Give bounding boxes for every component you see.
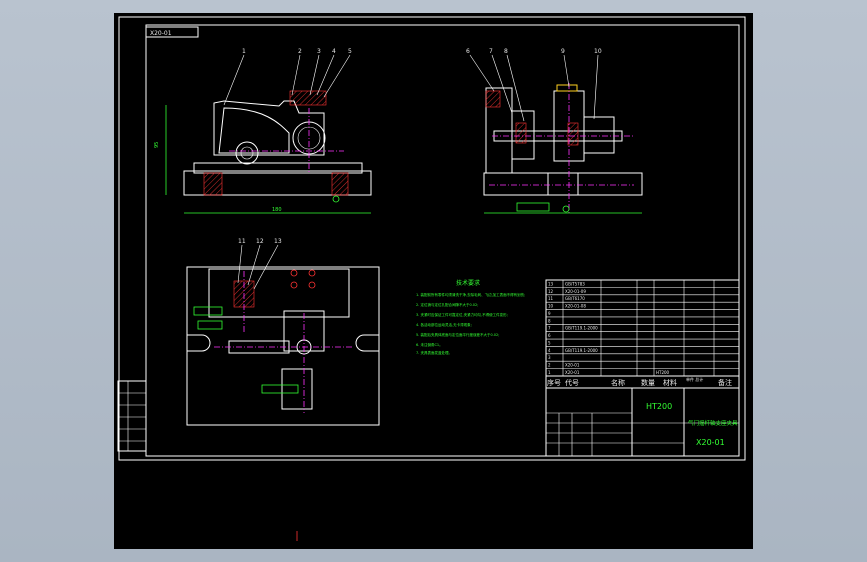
svg-text:数量: 数量 <box>641 378 655 387</box>
svg-text:8: 8 <box>504 48 508 55</box>
svg-text:3. 夹紧时应保证工件可靠定位,夹紧力均匀,不得使工件变形;: 3. 夹紧时应保证工件可靠定位,夹紧力均匀,不得使工件变形; <box>416 312 508 317</box>
svg-text:名称: 名称 <box>611 378 625 387</box>
side-view <box>469 54 643 214</box>
parts-cell: GB/T119.1-2000 <box>565 326 598 331</box>
title-name: 气门摇杆轴支座夹具 <box>688 419 738 427</box>
svg-text:4: 4 <box>332 48 336 55</box>
svg-text:材料: 材料 <box>663 378 677 387</box>
svg-text:6. 未注倒角C1。: 6. 未注倒角C1。 <box>416 342 443 347</box>
top-balloons: 11 12 13 <box>238 238 282 245</box>
svg-text:技术要求: 技术要求 <box>456 279 480 287</box>
svg-text:5: 5 <box>348 48 352 55</box>
svg-text:2: 2 <box>298 48 302 55</box>
svg-text:1. 装配前所有零件均须清洗干净,去除毛刺、飞边,加工表面不: 1. 装配前所有零件均须清洗干净,去除毛刺、飞边,加工表面不得有划伤; <box>416 292 525 297</box>
code-box-label: X20-01 <box>150 30 172 37</box>
top-view <box>186 244 380 426</box>
front-view: 180 95 <box>154 54 372 214</box>
parts-cell: 8 <box>548 318 551 323</box>
svg-text:3: 3 <box>317 48 321 55</box>
parts-cell: X20-01-09 <box>565 289 586 294</box>
svg-text:6: 6 <box>466 48 470 55</box>
cad-viewport[interactable]: X20-01 180 95 1 2 3 4 5 <box>114 13 753 549</box>
parts-cell: X20-01-08 <box>565 304 586 309</box>
svg-text:单件 总计: 单件 总计 <box>686 376 703 382</box>
front-balloons: 1 2 3 4 5 <box>242 48 352 55</box>
parts-cell: 13 <box>548 281 554 286</box>
parts-cell: 11 <box>548 296 554 301</box>
svg-text:13: 13 <box>274 238 282 245</box>
parts-cell: 1 <box>548 370 551 375</box>
svg-text:11: 11 <box>238 238 246 245</box>
svg-text:7: 7 <box>489 48 493 55</box>
parts-cell: 6 <box>548 333 551 338</box>
parts-cell: 10 <box>548 304 554 309</box>
inner-frame <box>145 24 740 457</box>
title-material: HT200 <box>646 402 672 411</box>
svg-text:2. 定位销与定位孔配合间隙不大于0.02;: 2. 定位销与定位孔配合间隙不大于0.02; <box>416 302 478 307</box>
svg-text:备注: 备注 <box>718 378 732 387</box>
svg-text:180: 180 <box>272 207 282 213</box>
svg-text:12: 12 <box>256 238 264 245</box>
parts-cell: GB/T119.1-2000 <box>565 348 598 353</box>
tech-requirements: 技术要求 1. 装配前所有零件均须清洗干净,去除毛刺、飞边,加工表面不得有划伤;… <box>416 279 525 355</box>
parts-cell: 7 <box>548 326 551 331</box>
parts-cell: 2 <box>548 363 551 368</box>
title-block: HT200 气门摇杆轴支座夹具 X20-01 <box>545 387 740 457</box>
revision-table <box>117 380 147 452</box>
svg-text:95: 95 <box>154 142 160 148</box>
parts-cell: 9 <box>548 311 551 316</box>
svg-text:序号: 序号 <box>547 378 561 387</box>
parts-cell: X20-01 <box>565 363 580 368</box>
svg-text:5. 装配后夹具体底面与定位面平行度误差不大于0.02;: 5. 装配后夹具体底面与定位面平行度误差不大于0.02; <box>416 332 499 337</box>
parts-cell: GB/T5783 <box>565 281 585 286</box>
title-code: X20-01 <box>696 438 725 447</box>
parts-header: 序号 代号 名称 数量 材料 单件 总计 备注 <box>545 375 740 389</box>
side-balloons: 6 7 8 9 10 <box>466 48 602 55</box>
svg-text:代号: 代号 <box>565 378 579 387</box>
parts-cell: 5 <box>548 340 551 345</box>
parts-cell: GB/T6170 <box>565 296 585 301</box>
svg-text:10: 10 <box>594 48 602 55</box>
svg-text:9: 9 <box>561 48 565 55</box>
parts-cell: 12 <box>548 289 554 294</box>
code-box <box>145 26 199 38</box>
assembly-drawing: X20-01 180 95 1 2 3 4 5 <box>117 16 746 541</box>
outer-frame <box>118 16 746 461</box>
parts-cell: 4 <box>548 348 551 353</box>
svg-text:7. 夹具表面发蓝处理。: 7. 夹具表面发蓝处理。 <box>416 350 452 355</box>
parts-cell: X20-01 <box>565 370 580 375</box>
parts-cell: 3 <box>548 355 551 360</box>
parts-cell: HT200 <box>656 370 670 375</box>
svg-text:1: 1 <box>242 48 246 55</box>
svg-text:4. 各活动部位运动灵活,无卡滞现象;: 4. 各活动部位运动灵活,无卡滞现象; <box>416 322 472 327</box>
